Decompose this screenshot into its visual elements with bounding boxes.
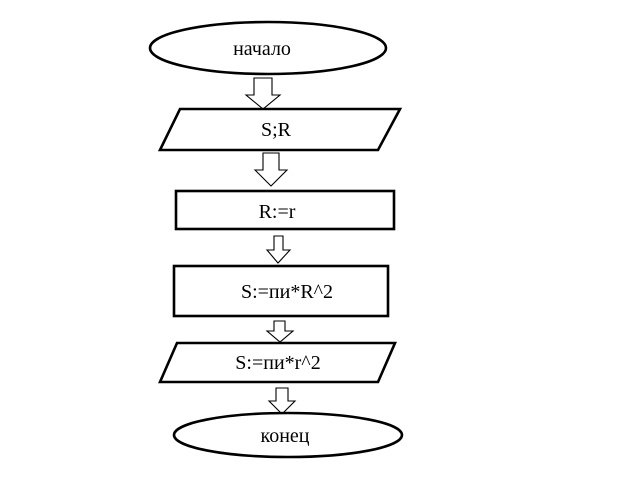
terminator-shape [148, 20, 388, 76]
node-assign: R:=r [174, 189, 396, 231]
node-compute: S:=пи*R^2 [172, 264, 390, 318]
terminator-shape [172, 411, 404, 459]
node-input: S;R [157, 107, 403, 152]
flow-arrow [265, 320, 295, 343]
parallelogram-shape [158, 341, 397, 384]
process-shape [172, 264, 390, 318]
node-label: начало [233, 38, 291, 60]
node-label: S:=пи*R^2 [241, 281, 333, 303]
parallelogram-shape [157, 107, 403, 152]
node-output: S:=пи*r^2 [158, 341, 397, 384]
node-label: R:=r [259, 201, 296, 223]
node-end: конец [172, 411, 404, 459]
flow-arrow [253, 152, 289, 187]
process-shape [174, 189, 396, 231]
flow-arrow [265, 235, 292, 264]
node-label: S;R [261, 119, 292, 141]
node-label: S:=пи*r^2 [235, 352, 320, 374]
node-label: конец [261, 425, 310, 447]
flow-arrow [267, 387, 297, 415]
node-start: начало [148, 20, 388, 76]
flow-arrow [244, 77, 282, 110]
